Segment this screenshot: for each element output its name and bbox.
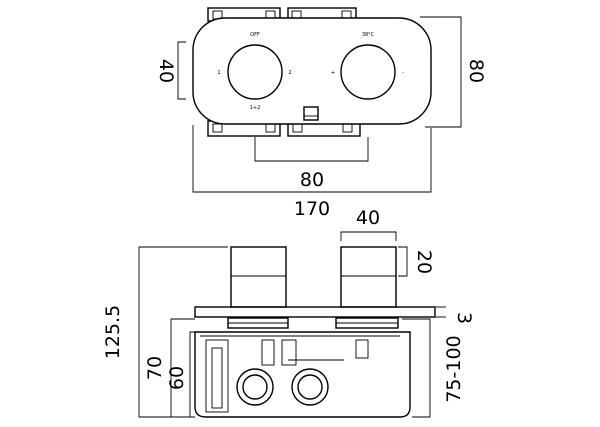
dim-front-80-height: 80 (465, 59, 487, 83)
side-right-handle (340, 246, 397, 308)
outlet-right (291, 368, 329, 406)
dim-side-20: 20 (413, 250, 435, 274)
diverter-indicator (303, 106, 319, 121)
left-handle-right-mark: 2 (288, 70, 291, 76)
side-view: 40 20 125.5 70 60 3 75-100 (102, 207, 475, 418)
dim-side-3: 3 (453, 312, 475, 324)
right-handle-top-label: 38°C (362, 32, 375, 38)
left-handle-left-mark: 1 (217, 70, 220, 76)
dim-front-170: 170 (294, 198, 330, 220)
dim-side-125-5: 125.5 (102, 305, 124, 359)
dim-side-75-100: 75-100 (443, 335, 465, 402)
dim-side-60: 60 (166, 366, 188, 390)
left-handle (227, 44, 283, 100)
side-faceplate (194, 306, 436, 318)
front-view: OFF 1 2 1+2 38°C + - 40 80 80 170 (155, 7, 487, 220)
dim-side-70: 70 (144, 356, 166, 380)
dim-front-80-spacing: 80 (300, 169, 324, 191)
valve-body (194, 331, 411, 418)
side-left-handle (230, 246, 287, 308)
dim-side-40: 40 (356, 207, 380, 229)
right-handle-right-mark: - (402, 70, 404, 76)
left-handle-top-label: OFF (250, 32, 260, 38)
dim-front-40: 40 (155, 59, 177, 83)
left-handle-bottom-label: 1+2 (250, 105, 261, 111)
outlet-left (236, 368, 274, 406)
right-handle-left-mark: + (331, 70, 335, 76)
right-handle (340, 44, 396, 100)
